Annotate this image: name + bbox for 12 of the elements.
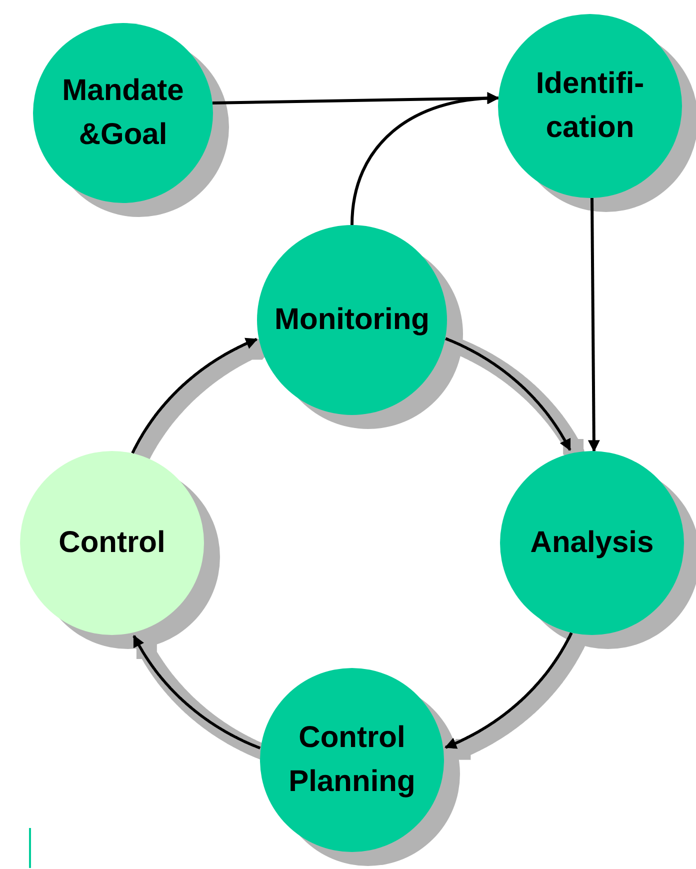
node-label: Monitoring — [274, 302, 430, 338]
arrow — [445, 337, 572, 452]
arrow — [131, 338, 258, 454]
arrow — [350, 92, 500, 226]
arrow — [132, 634, 261, 750]
arrow — [444, 632, 573, 749]
node-label: Control — [58, 525, 166, 561]
node-label: Control Planning — [288, 720, 416, 800]
node-label: Mandate &Goal — [61, 73, 185, 153]
node-label: Analysis — [530, 525, 654, 561]
arrow — [588, 198, 600, 452]
node-label: Identifi- cation — [534, 66, 646, 146]
